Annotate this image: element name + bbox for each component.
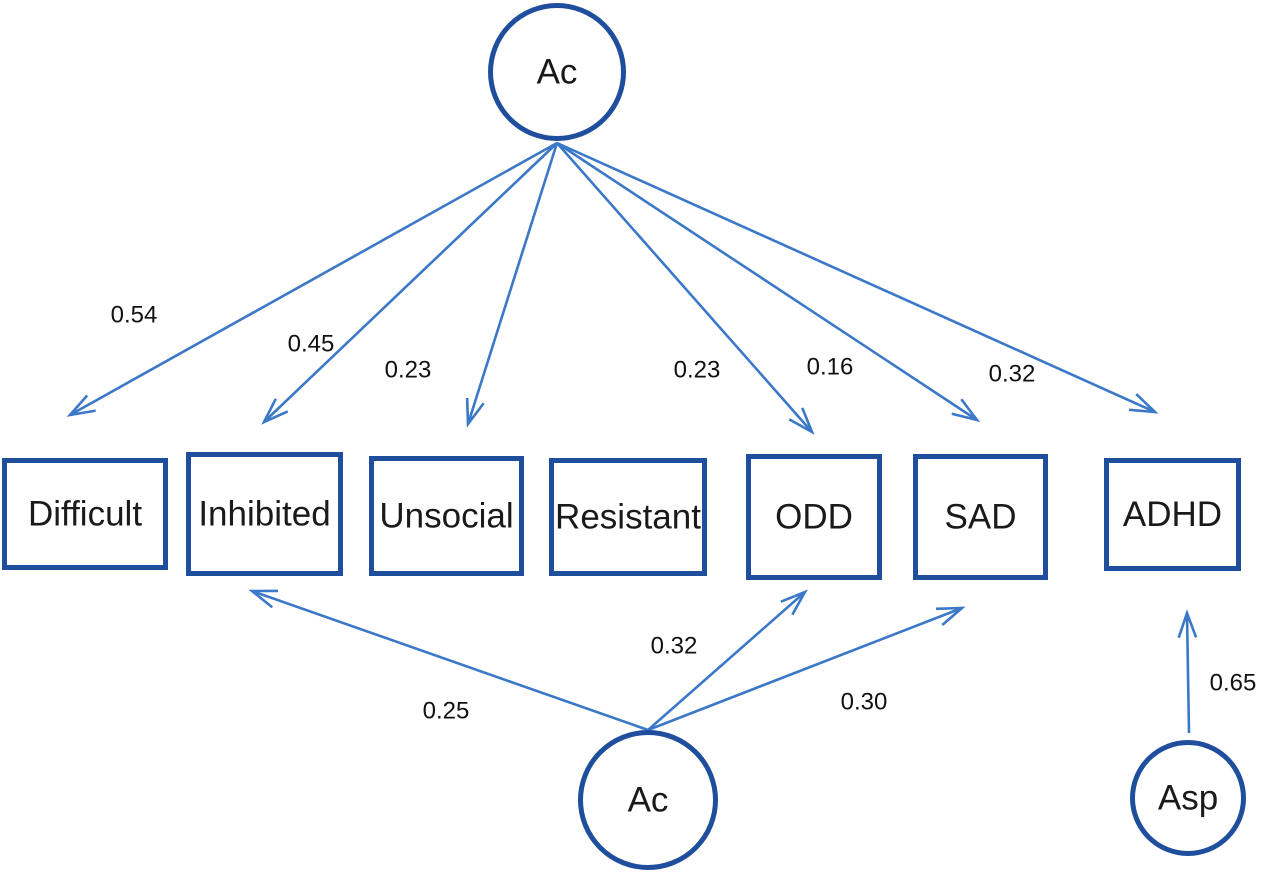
path-coefficient-label: 0.25: [423, 697, 470, 724]
node-box-shape: [2, 458, 168, 570]
path-coefficient-label: 0.30: [841, 688, 888, 715]
edge-shaft: [556, 141, 1156, 414]
arrowhead-icon: [1177, 609, 1198, 639]
node-label: Ac: [628, 780, 669, 819]
edge-shaft: [263, 142, 558, 423]
edge-ac-top-to-difficult: [66, 141, 558, 417]
observed-node-odd[interactable]: ODD: [746, 454, 882, 580]
arrowhead-icon: [951, 398, 981, 423]
edge-ac-top-to-odd: [556, 142, 815, 435]
edge-ac-top-to-unsocial: [465, 142, 559, 428]
arrowhead-icon: [780, 589, 808, 616]
node-circle-shape: [578, 730, 718, 870]
arrowhead-icon: [788, 407, 815, 435]
observed-node-sad[interactable]: SAD: [913, 454, 1048, 580]
arrowhead-icon: [261, 398, 289, 425]
edge-shaft: [251, 589, 649, 732]
edge-ac-bottom-to-sad: [647, 606, 966, 732]
observed-node-resistant[interactable]: Resistant: [549, 458, 707, 576]
path-coefficient-label: 0.23: [674, 356, 721, 383]
node-circle-shape: [1130, 740, 1246, 856]
observed-node-unsocial[interactable]: Unsocial: [369, 456, 524, 576]
node-label: Difficult: [28, 494, 142, 533]
arrowhead-icon: [935, 606, 966, 626]
path-coefficient-label: 0.32: [989, 360, 1036, 387]
node-label: ODD: [775, 497, 853, 536]
edge-shaft: [69, 141, 558, 417]
edge-shaft: [1185, 612, 1191, 734]
path-coefficient-label: 0.23: [385, 356, 432, 383]
edge-asp-bottom-to-adhd: [1177, 609, 1198, 734]
path-coefficient-label: 0.54: [111, 301, 158, 328]
edge-shaft: [556, 141, 978, 422]
node-label: Ac: [537, 52, 578, 91]
node-box-shape: [746, 454, 882, 580]
edge-ac-top-to-inhibited: [261, 142, 558, 425]
nodes-layer: Difficult Inhibited Unsocial Resistant ODD SA…: [2, 3, 1246, 870]
node-box-shape: [1104, 458, 1241, 571]
path-coefficient-label: 0.16: [807, 353, 854, 380]
observed-node-inhibited[interactable]: Inhibited: [186, 452, 343, 576]
observed-node-adhd[interactable]: ADHD: [1104, 458, 1241, 571]
edges-layer: [66, 141, 1198, 734]
node-label: SAD: [945, 497, 1017, 536]
arrowhead-icon: [248, 589, 279, 609]
edge-ac-bottom-to-odd: [647, 589, 808, 731]
node-box-shape: [186, 452, 343, 576]
edge-shaft: [556, 142, 813, 433]
latent-node-ac-bottom[interactable]: Ac: [578, 730, 718, 870]
node-label: Inhibited: [198, 494, 330, 533]
arrowhead-icon: [1128, 393, 1159, 414]
node-circle-shape: [488, 3, 626, 141]
node-label: Asp: [1158, 778, 1218, 817]
arrowhead-icon: [465, 397, 485, 428]
latent-node-ac-top[interactable]: Ac: [488, 3, 626, 141]
node-label: Unsocial: [379, 496, 513, 535]
edge-ac-top-to-adhd: [556, 141, 1159, 414]
arrowhead-icon: [66, 394, 96, 417]
edge-shaft: [466, 142, 559, 425]
node-box-shape: [913, 454, 1048, 580]
node-label: ADHD: [1123, 495, 1222, 534]
observed-node-difficult[interactable]: Difficult: [2, 458, 168, 570]
node-label: Resistant: [555, 497, 701, 536]
path-coefficient-label: 0.65: [1210, 669, 1257, 696]
edge-ac-top-to-sad: [556, 141, 981, 423]
node-box-shape: [369, 456, 524, 576]
latent-node-asp-bottom[interactable]: Asp: [1130, 740, 1246, 856]
path-coefficient-label: 0.32: [651, 632, 698, 659]
edge-ac-bottom-to-inhibited: [248, 589, 649, 732]
node-box-shape: [549, 458, 707, 576]
edge-labels-layer: 0.54 0.45 0.23 0.23 0.16 0.32 0.25 0.32 0.30 0.65: [111, 301, 1257, 724]
edge-shaft: [647, 606, 963, 732]
edge-shaft: [647, 591, 806, 731]
path-coefficient-label: 0.45: [288, 330, 335, 357]
